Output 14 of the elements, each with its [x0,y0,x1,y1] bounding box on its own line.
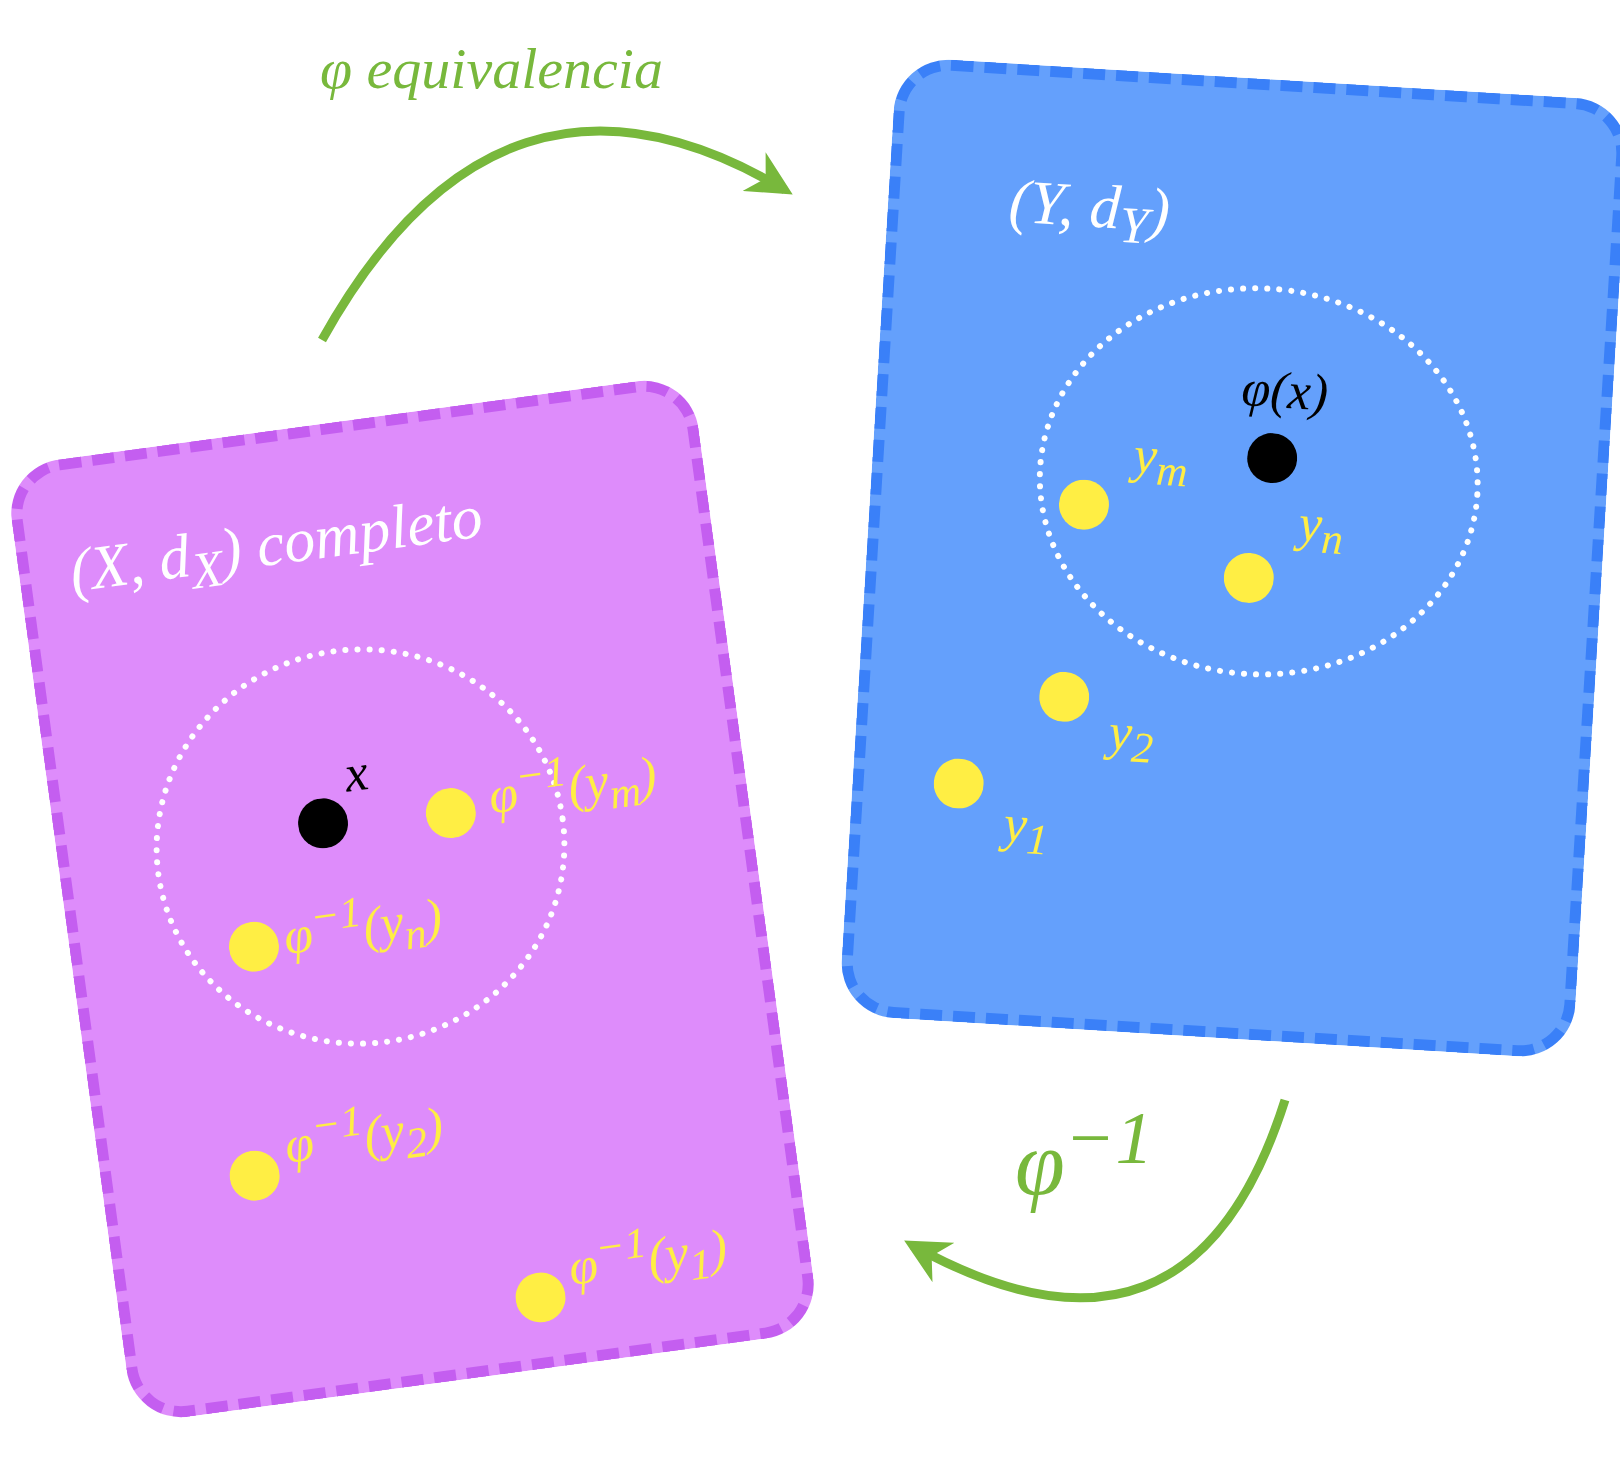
point-dot [1056,478,1110,532]
point-label: φ$^{−1}$(y$_{m}$) [483,743,661,826]
point-dot [1036,670,1090,724]
point-dot [1221,551,1275,605]
point-label: φ$^{−1}$(y$_{2}$) [279,1094,447,1176]
point-label: x [340,746,371,802]
point-label: φ$^{−1}$(y$_{n}$) [278,885,446,967]
point-label: φ(x) [1239,361,1330,419]
curved-arrow [903,1098,1290,1303]
space-title: (Y, d$_{Y}$) [1006,169,1172,254]
curved-arrow [318,126,793,343]
point-dot [931,757,985,811]
point-label: φ$^{−1}$(y$_{1}$) [563,1216,731,1298]
point-dot [1244,431,1298,485]
